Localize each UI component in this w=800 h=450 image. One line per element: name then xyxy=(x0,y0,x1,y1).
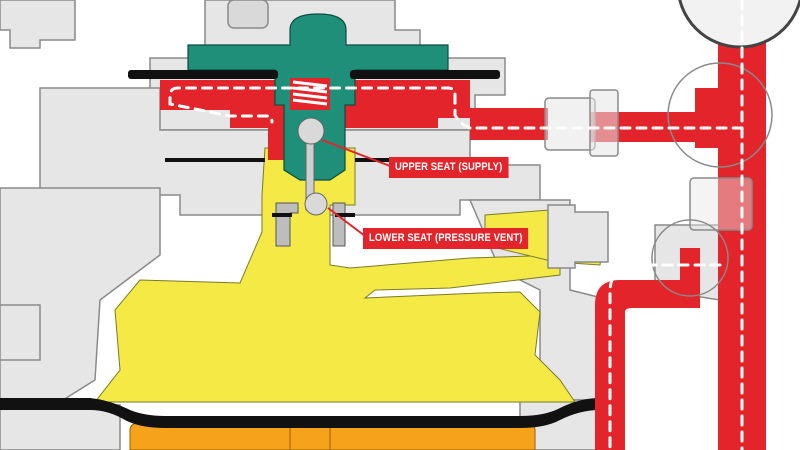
lower-seat-ball xyxy=(304,192,328,216)
tee-fitting-ring xyxy=(667,62,773,168)
upper-seat-leader xyxy=(321,139,391,167)
spring-coil xyxy=(292,80,328,106)
flow-delivery xyxy=(608,263,722,450)
flow-supply-branch xyxy=(168,86,744,130)
right-tee-block xyxy=(695,88,740,148)
lower-seat-callout: LOWER SEAT (PRESSURE VENT) xyxy=(363,228,529,249)
exhaust-fitting xyxy=(547,204,609,269)
housing-base-flange xyxy=(0,404,121,450)
control-chamber xyxy=(93,147,609,403)
pressure-gauge xyxy=(678,0,800,49)
lower-seal-right xyxy=(335,213,355,217)
delivery-line xyxy=(595,248,700,450)
elbow-fitting-ring xyxy=(651,219,729,297)
tee-fitting-body xyxy=(689,177,753,231)
fittings xyxy=(544,62,773,297)
lower-seal-left xyxy=(272,213,292,217)
left-bracket xyxy=(0,0,76,49)
left-port-block xyxy=(0,304,41,361)
flow-path xyxy=(168,0,744,450)
upper-seal-left xyxy=(128,70,278,79)
supply-hex-nut-2 xyxy=(589,89,619,157)
control-chamber-fill xyxy=(93,147,576,403)
callout-leaders xyxy=(321,139,391,237)
upper-seat-ball xyxy=(297,117,325,145)
mid-seal-left xyxy=(165,158,265,162)
top-nut xyxy=(227,0,269,29)
lower-seat-housing xyxy=(275,202,346,247)
supply-hex-nut xyxy=(544,97,596,151)
supply-chamber xyxy=(160,80,548,160)
upper-seat-callout: UPPER SEAT (SUPPLY) xyxy=(389,157,509,178)
lower-seat-leader xyxy=(327,207,366,237)
upper-seal-right xyxy=(350,70,500,79)
diaphragm xyxy=(0,398,600,428)
